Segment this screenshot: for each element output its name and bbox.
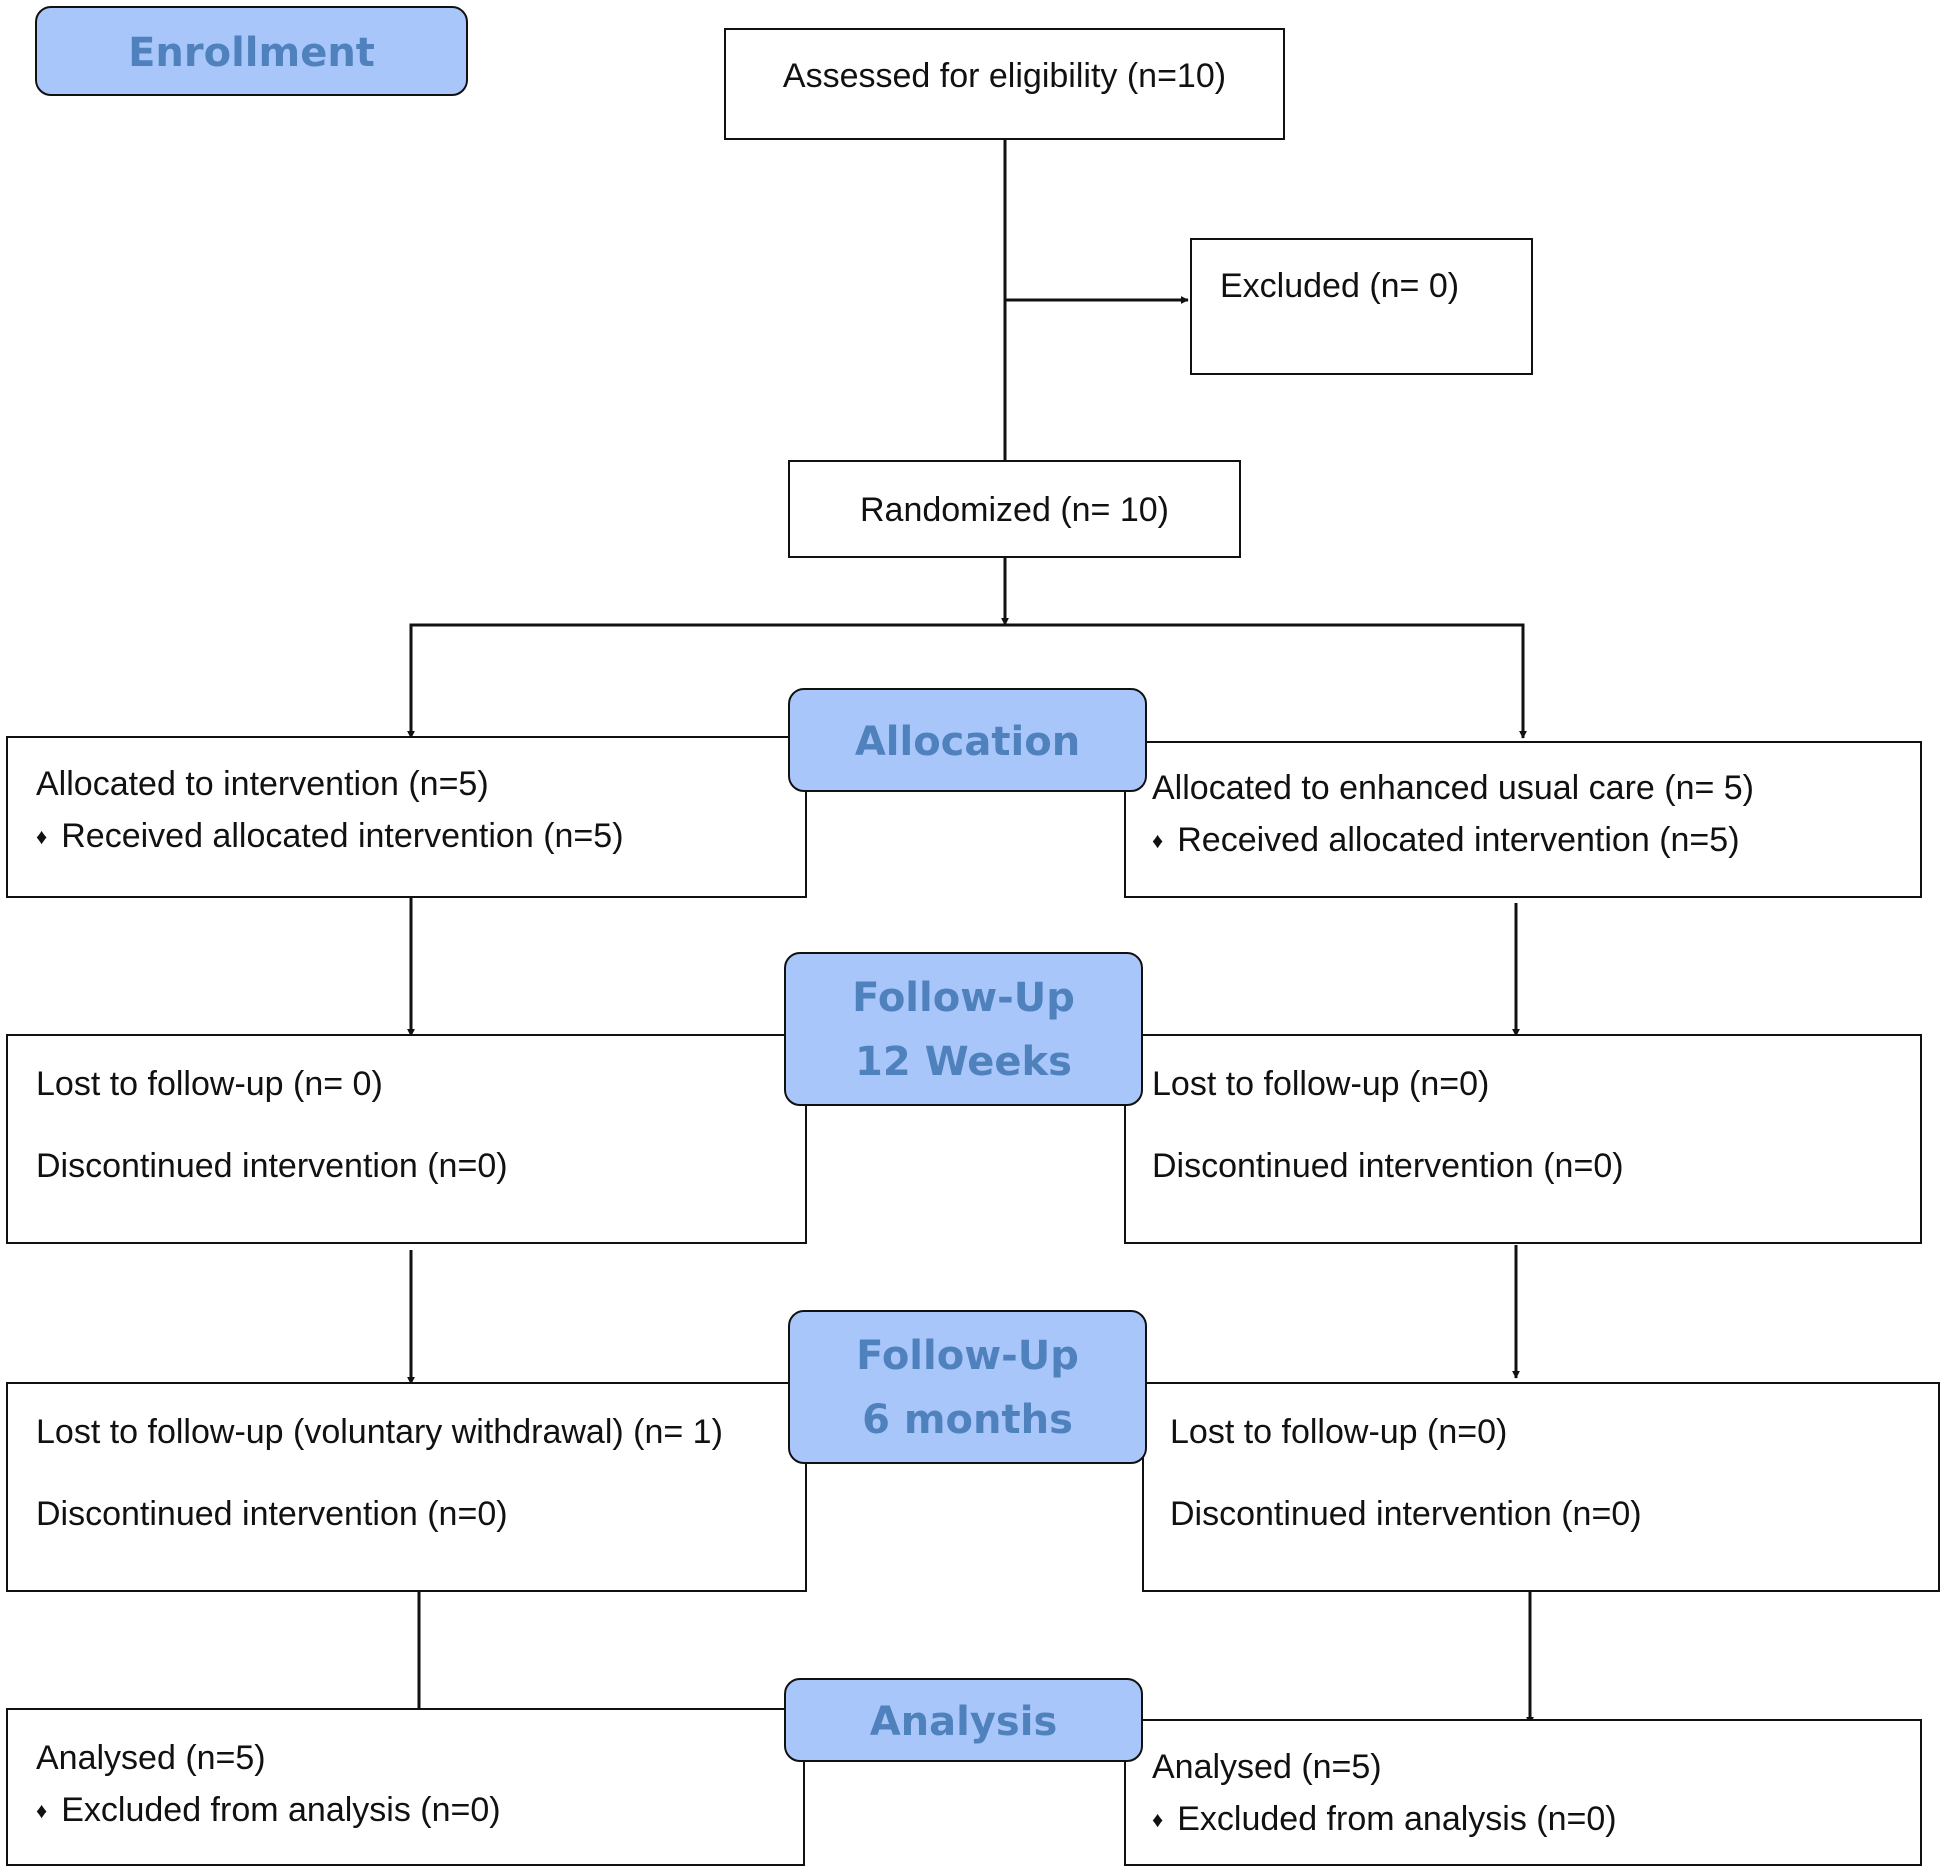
split-bar bbox=[409, 623, 1525, 738]
stage-followup12-line1: Follow-Up bbox=[852, 975, 1075, 1021]
followup6-right-lost: Lost to follow-up (n=0) bbox=[1170, 1413, 1508, 1451]
followup12-right-discontinued: Discontinued intervention (n=0) bbox=[1152, 1147, 1624, 1185]
analysis-right-excluded-row: ♦ Excluded from analysis (n=0) bbox=[1152, 1799, 1617, 1840]
analysis-right-box: Analysed (n=5) ♦ Excluded from analysis (… bbox=[1124, 1719, 1922, 1866]
stage-analysis: Analysis bbox=[784, 1678, 1143, 1762]
diamond-bullet-icon: ♦ bbox=[1152, 828, 1164, 853]
analysis-right-excluded: Excluded from analysis (n=0) bbox=[1177, 1800, 1617, 1838]
assessed-text: Assessed for eligibility (n=10) bbox=[782, 57, 1227, 95]
allocation-left-line1: Allocated to intervention (n=5) bbox=[36, 765, 489, 803]
followup6-right-discontinued: Discontinued intervention (n=0) bbox=[1170, 1495, 1642, 1533]
randomized-box: Randomized (n= 10) bbox=[788, 460, 1241, 558]
stage-enrollment-label: Enrollment bbox=[128, 30, 375, 76]
stage-followup-12-weeks: Follow-Up 12 Weeks bbox=[784, 952, 1143, 1106]
analysis-right-analysed: Analysed (n=5) bbox=[1152, 1748, 1382, 1786]
followup6-left-discontinued: Discontinued intervention (n=0) bbox=[36, 1495, 508, 1533]
stage-followup12-line2: 12 Weeks bbox=[855, 1039, 1072, 1085]
followup6-left-lost: Lost to follow-up (voluntary withdrawal)… bbox=[36, 1413, 723, 1451]
analysis-left-excluded-row: ♦ Excluded from analysis (n=0) bbox=[36, 1790, 501, 1831]
stage-enrollment: Enrollment bbox=[35, 6, 468, 96]
analysis-left-excluded: Excluded from analysis (n=0) bbox=[61, 1791, 501, 1829]
excluded-text: Excluded (n= 0) bbox=[1220, 267, 1460, 305]
analysis-left-box: Analysed (n=5) ♦ Excluded from analysis (… bbox=[6, 1708, 805, 1866]
stage-followup6-line2: 6 months bbox=[862, 1397, 1073, 1443]
diamond-bullet-icon: ♦ bbox=[36, 1798, 48, 1823]
diamond-bullet-icon: ♦ bbox=[36, 824, 48, 849]
followup12-left-box: Lost to follow-up (n= 0) Discontinued in… bbox=[6, 1034, 807, 1244]
allocation-left-box: Allocated to intervention (n=5) ♦ Receive… bbox=[6, 736, 807, 898]
analysis-left-analysed: Analysed (n=5) bbox=[36, 1739, 266, 1777]
followup12-left-lost: Lost to follow-up (n= 0) bbox=[36, 1065, 383, 1103]
assessed-box: Assessed for eligibility (n=10) bbox=[724, 28, 1285, 140]
stage-analysis-label: Analysis bbox=[869, 1699, 1058, 1745]
allocation-left-line2-row: ♦ Received allocated intervention (n=5) bbox=[36, 816, 624, 857]
followup12-left-discontinued: Discontinued intervention (n=0) bbox=[36, 1147, 508, 1185]
stage-allocation-label: Allocation bbox=[854, 719, 1081, 765]
diamond-bullet-icon: ♦ bbox=[1152, 1807, 1164, 1832]
allocation-right-line2: Received allocated intervention (n=5) bbox=[1177, 821, 1740, 859]
allocation-right-line2-row: ♦ Received allocated intervention (n=5) bbox=[1152, 820, 1740, 861]
followup6-right-box: Lost to follow-up (n=0) Discontinued int… bbox=[1142, 1382, 1940, 1592]
allocation-right-line1: Allocated to enhanced usual care (n= 5) bbox=[1152, 769, 1755, 807]
excluded-box: Excluded (n= 0) bbox=[1190, 238, 1533, 375]
stage-followup6-line1: Follow-Up bbox=[856, 1333, 1079, 1379]
followup6-left-box: Lost to follow-up (voluntary withdrawal)… bbox=[6, 1382, 807, 1592]
randomized-text: Randomized (n= 10) bbox=[859, 491, 1169, 529]
allocation-right-box: Allocated to enhanced usual care (n= 5) … bbox=[1124, 741, 1922, 898]
allocation-left-line2: Received allocated intervention (n=5) bbox=[61, 817, 624, 855]
followup12-right-lost: Lost to follow-up (n=0) bbox=[1152, 1065, 1490, 1103]
stage-allocation: Allocation bbox=[788, 688, 1147, 792]
stage-followup-6-months: Follow-Up 6 months bbox=[788, 1310, 1147, 1464]
followup12-right-box: Lost to follow-up (n=0) Discontinued int… bbox=[1124, 1034, 1922, 1244]
